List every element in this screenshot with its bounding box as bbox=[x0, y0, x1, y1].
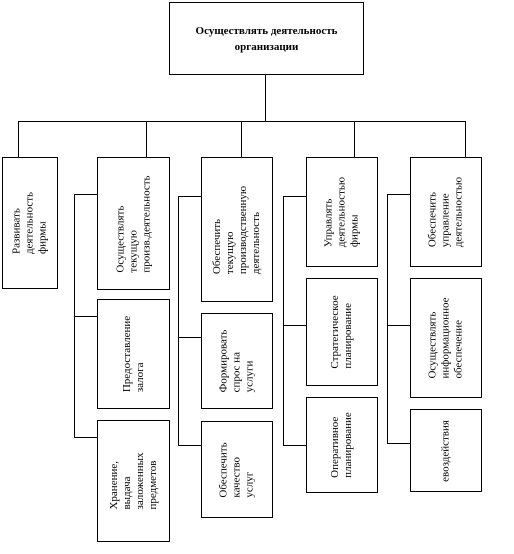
b3-head-label: Обеспечить текущую производственную деят… bbox=[211, 185, 262, 274]
connector-to-b4 bbox=[354, 121, 355, 158]
b3-rail-tick-1 bbox=[178, 337, 202, 338]
b5-rail-tick-1 bbox=[387, 325, 411, 326]
b1-head-node: Развивать деятельность фирмы bbox=[2, 157, 58, 289]
b3-head-node: Обеспечить текущую производственную деят… bbox=[201, 157, 273, 302]
b2-head-node: Осуществлять текущую произв.деятельность bbox=[97, 157, 170, 290]
b2-child-2-node: Хранение, выдача заложенных предметов bbox=[97, 420, 170, 542]
b5-rail bbox=[387, 194, 388, 444]
b3-child-2-label: Обеспечить качество услуг bbox=[217, 441, 256, 498]
b4-child-1-node: Стратегическое планирование bbox=[306, 278, 378, 386]
b2-child-1-node: Предоставление залога bbox=[97, 299, 170, 409]
connector-to-b5 bbox=[465, 121, 466, 158]
b4-head-label: Управлять деятельностью фирмы bbox=[322, 176, 361, 248]
b5-child-2-node: евоздействия bbox=[410, 409, 482, 492]
b5-child-1-label: Осуществлять информационное обеспечение bbox=[426, 297, 465, 379]
b2-rail-tick-2 bbox=[74, 437, 98, 438]
connector-to-b1 bbox=[18, 121, 19, 157]
root-node: Осуществлять деятельность организации bbox=[169, 2, 364, 75]
b4-rail-tick-2 bbox=[283, 445, 307, 446]
b2-rail-tick-1 bbox=[74, 316, 98, 317]
b4-child-1-label: Стратегическое планирование bbox=[329, 295, 354, 369]
b5-head-node: Обеспечить управление деятельностью bbox=[410, 157, 482, 267]
b2-head-label: Осуществлять текущую произв.деятельность bbox=[114, 174, 152, 273]
root-node-label: Осуществлять деятельность организации bbox=[195, 24, 338, 53]
b1-head-label: Развивать деятельность фирмы bbox=[10, 191, 49, 255]
top-horizontal-connector bbox=[18, 121, 466, 122]
b4-child-2-label: Оперативное планирование bbox=[329, 412, 354, 478]
b3-child-1-node: Формировать спрос на услуги bbox=[201, 313, 273, 409]
b4-rail bbox=[283, 196, 284, 446]
b5-rail-tick-2 bbox=[387, 443, 411, 444]
connector-to-b2 bbox=[146, 121, 147, 158]
b2-rail-tick-head bbox=[74, 194, 98, 195]
b5-rail-tick-head bbox=[387, 194, 411, 195]
connector-to-b3 bbox=[241, 121, 242, 158]
b3-child-2-node: Обеспечить качество услуг bbox=[201, 421, 273, 518]
b4-rail-tick-head bbox=[283, 196, 307, 197]
b3-rail-tick-head bbox=[178, 196, 202, 197]
b5-child-1-node: Осуществлять информационное обеспечение bbox=[410, 278, 482, 398]
b4-head-node: Управлять деятельностью фирмы bbox=[306, 157, 378, 267]
b3-rail bbox=[178, 196, 179, 446]
b5-child-2-label: евоздействия bbox=[439, 419, 452, 482]
b2-child-2-label: Хранение, выдача заложенных предметов bbox=[107, 452, 159, 510]
b5-head-label: Обеспечить управление деятельностью bbox=[426, 176, 465, 248]
b3-rail-tick-2 bbox=[178, 445, 202, 446]
b4-rail-tick-1 bbox=[283, 325, 307, 326]
b4-child-2-node: Оперативное планирование bbox=[306, 397, 378, 493]
b2-child-1-label: Предоставление залога bbox=[120, 315, 146, 393]
b3-child-1-label: Формировать спрос на услуги bbox=[217, 329, 256, 393]
root-trunk-connector bbox=[265, 74, 266, 122]
